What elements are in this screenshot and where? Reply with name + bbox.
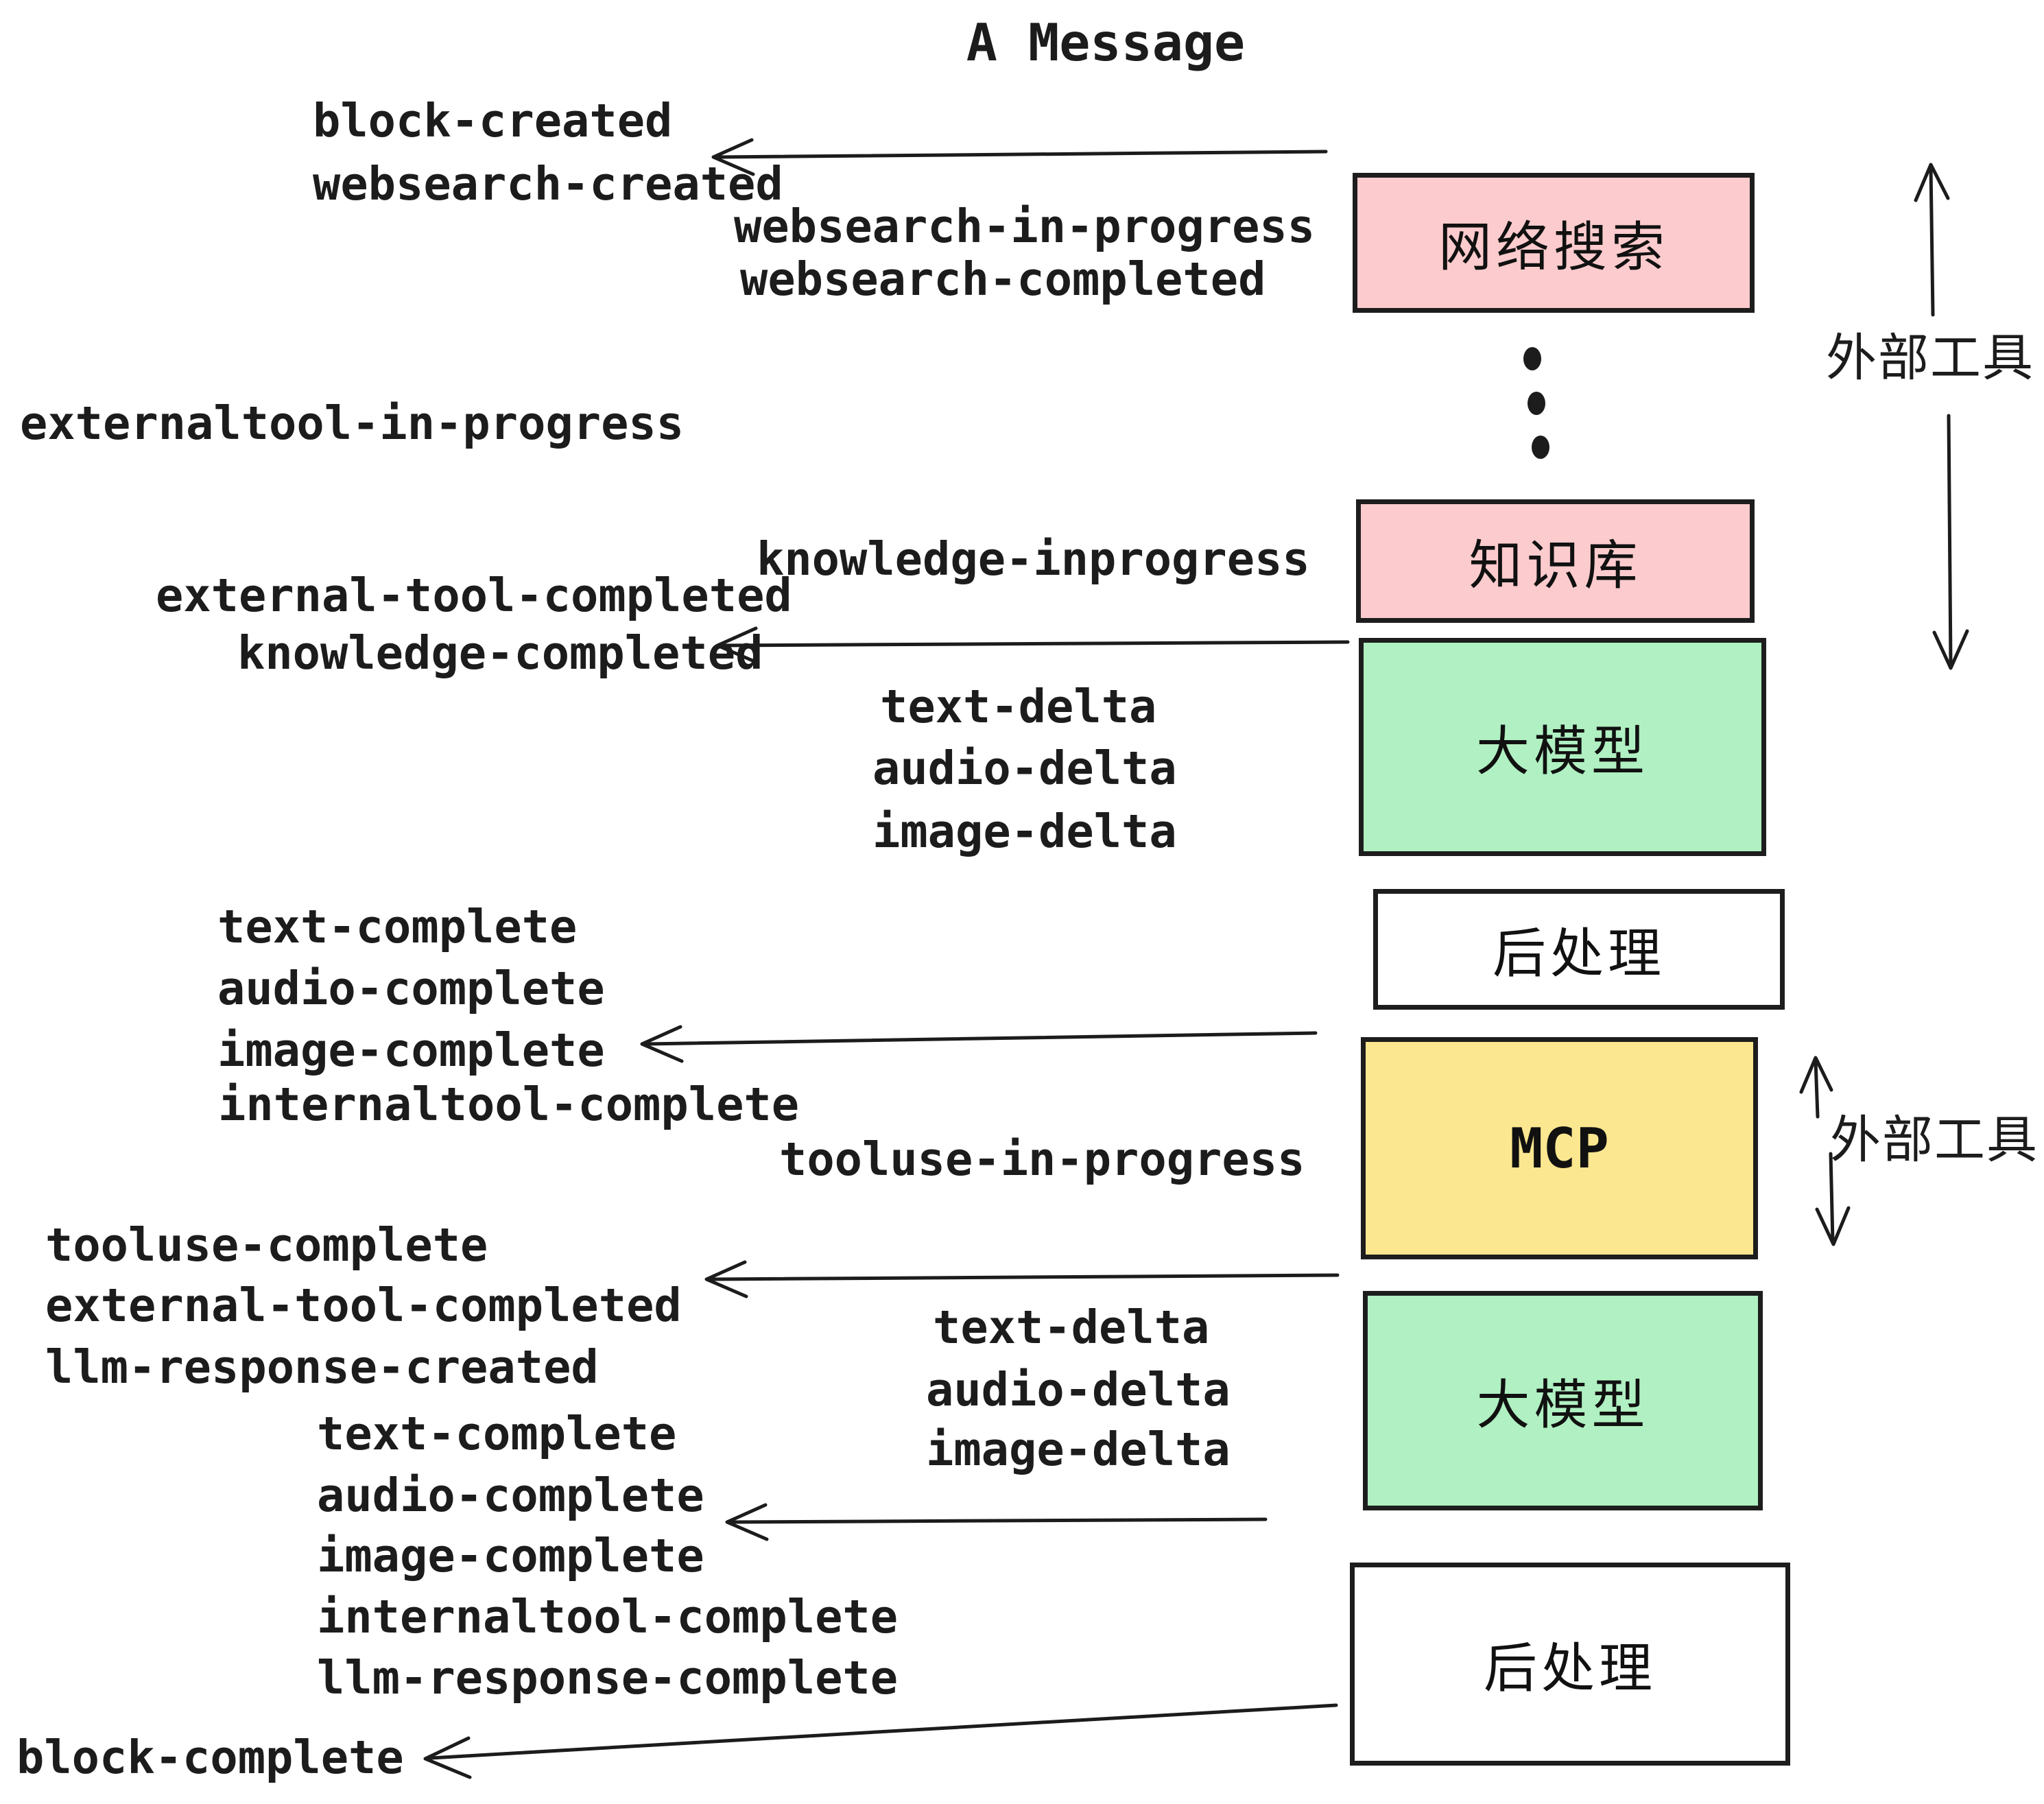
box-llm-1-label: 大模型 xyxy=(1475,721,1649,783)
event-label-block-complete: block-complete xyxy=(16,1731,404,1784)
event-label-internaltool-complete-2: internaltool-complete xyxy=(317,1590,899,1643)
box-llm-1: 大模型 xyxy=(1359,638,1766,856)
event-label-image-delta-2: image-delta xyxy=(926,1423,1231,1476)
arrow-block-complete xyxy=(423,1703,1338,1779)
box-knowledge-base: 知识库 xyxy=(1356,499,1755,623)
box-mcp-label: MCP xyxy=(1510,1116,1609,1180)
box-mcp: MCP xyxy=(1361,1037,1758,1259)
annotation-external-tools-top: 外部工具 xyxy=(1826,329,2034,388)
arrow-image-complete xyxy=(640,1025,1318,1063)
event-label-external-tool-completed-2: external-tool-completed xyxy=(45,1279,682,1332)
box-websearch-label: 网络搜索 xyxy=(1438,217,1669,278)
ellipsis-dots xyxy=(1523,347,1549,459)
arrow-audio-complete xyxy=(725,1503,1268,1541)
event-label-knowledge-inprogress: knowledge-inprogress xyxy=(757,532,1310,586)
box-llm-2-label: 大模型 xyxy=(1476,1375,1650,1436)
event-label-text-delta-1: text-delta xyxy=(880,680,1157,733)
box-knowledge-base-label: 知识库 xyxy=(1469,535,1642,597)
event-label-text-complete-1: text-complete xyxy=(217,900,578,953)
box-llm-2: 大模型 xyxy=(1363,1291,1763,1510)
box-postprocess-1-label: 后处理 xyxy=(1492,923,1665,985)
box-postprocess-2-label: 后处理 xyxy=(1483,1638,1656,1700)
event-label-knowledge-completed: knowledge-completed xyxy=(237,626,763,680)
event-label-websearch-created: websearch-created xyxy=(313,157,783,211)
event-label-llm-response-created: llm-response-created xyxy=(45,1340,599,1394)
event-label-internaltool-complete-1: internaltool-complete xyxy=(218,1078,800,1131)
event-label-image-complete-1: image-complete xyxy=(217,1023,605,1077)
event-label-audio-delta-1: audio-delta xyxy=(872,741,1177,795)
event-label-image-complete-2: image-complete xyxy=(317,1529,704,1582)
event-label-llm-response-complete: llm-response-complete xyxy=(317,1651,899,1705)
event-label-audio-complete-1: audio-complete xyxy=(217,962,605,1015)
annotation-external-tools-middle: 外部工具 xyxy=(1830,1111,2039,1170)
box-postprocess-2: 后处理 xyxy=(1350,1563,1790,1766)
event-label-block-created: block-created xyxy=(313,94,673,147)
event-label-tooluse-in-progress: tooluse-in-progress xyxy=(779,1132,1305,1186)
event-label-audio-delta-2: audio-delta xyxy=(926,1363,1231,1416)
event-label-websearch-in-progress: websearch-in-progress xyxy=(734,200,1316,253)
arrow-block-created xyxy=(711,138,1328,176)
arrow-knowledge-completed xyxy=(715,626,1350,665)
event-label-text-complete-2: text-complete xyxy=(317,1407,677,1460)
event-label-audio-complete-2: audio-complete xyxy=(317,1469,704,1522)
event-label-websearch-completed: websearch-completed xyxy=(740,252,1266,306)
event-label-tooluse-complete: tooluse-complete xyxy=(45,1218,488,1272)
box-postprocess-1: 后处理 xyxy=(1373,889,1785,1010)
arrow-tooluse-complete xyxy=(704,1260,1340,1298)
external-tools-double-arrow-top xyxy=(1914,163,1969,670)
diagram-title: A Message xyxy=(966,12,1246,73)
event-label-external-tool-completed-1: external-tool-completed xyxy=(156,569,792,622)
event-label-text-delta-2: text-delta xyxy=(933,1301,1210,1354)
box-websearch: 网络搜索 xyxy=(1353,173,1755,313)
event-label-externaltool-in-progress: externaltool-in-progress xyxy=(20,396,685,450)
event-label-image-delta-1: image-delta xyxy=(872,805,1177,858)
external-tools-double-arrow-middle xyxy=(1799,1056,1851,1246)
